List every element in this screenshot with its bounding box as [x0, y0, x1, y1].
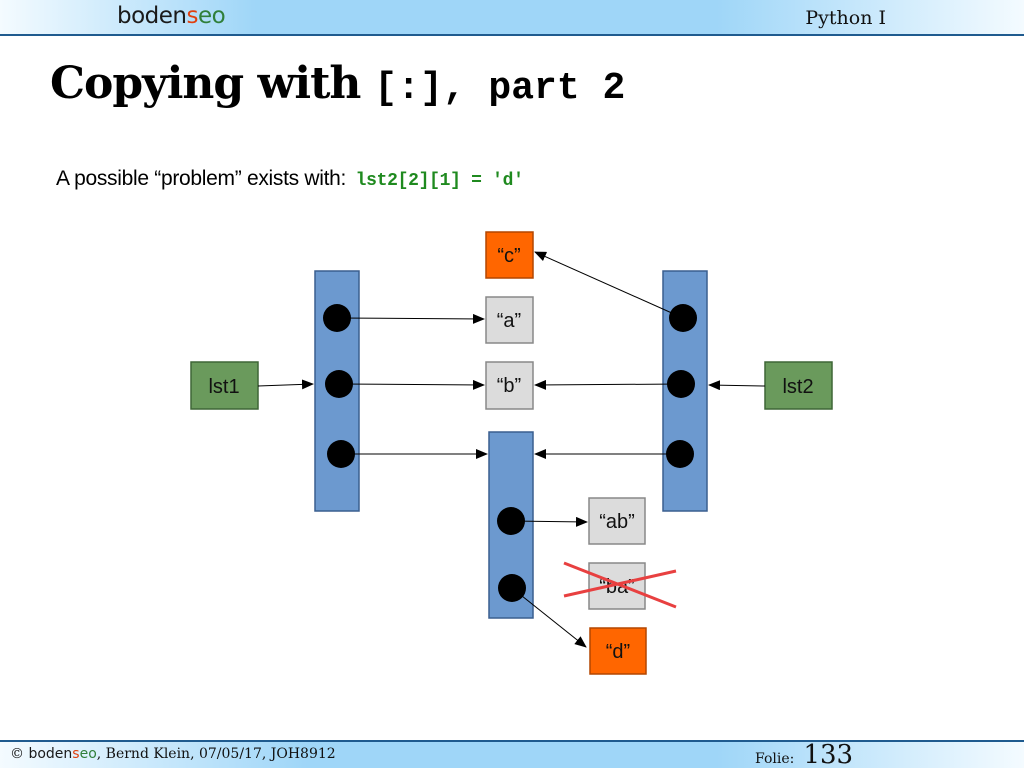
logo-part-3: eo: [197, 3, 226, 29]
logo-part-1: boden: [117, 3, 187, 29]
slide-title: Copying with [:], part 2: [50, 58, 625, 110]
lst2-element-0-dot: [669, 304, 697, 332]
copyright-symbol: ©: [10, 746, 24, 762]
lst1-name-box: lst1: [190, 361, 259, 410]
arrow-lst2-0-to-c: [534, 251, 684, 319]
string-ab-box: “ab”: [588, 497, 646, 545]
lst1-label: lst1: [208, 376, 239, 398]
string-b-label: “b”: [497, 375, 521, 397]
footer-logo: bodenseo: [28, 746, 96, 762]
arrow-lst1-to-list: [257, 379, 314, 390]
lst2-element-2-dot: [666, 440, 694, 468]
lst1-element-1-dot: [325, 370, 353, 398]
slide-subtitle: A possible “problem” exists with: lst2[2…: [56, 167, 524, 191]
lst2-label: lst2: [782, 376, 813, 398]
arrow-sublist-1-to-d: [511, 587, 587, 648]
cross-out-mark: [563, 561, 677, 609]
header-bar: bodenseo Python I: [0, 0, 1024, 36]
string-c-box: “c”: [485, 231, 534, 279]
footer-logo-part-2: s: [72, 746, 80, 762]
bodenseo-logo: bodenseo: [117, 3, 226, 29]
slide-number: Folie: 133: [755, 740, 853, 770]
string-c-label: “c”: [497, 245, 520, 267]
logo-part-2: s: [186, 3, 199, 29]
arrow-lst1-0-to-a: [336, 313, 485, 324]
footer-credit: © bodenseo, Bernd Klein, 07/05/17, JOH89…: [10, 746, 336, 762]
string-d-box: “d”: [589, 627, 647, 675]
page-number: 133: [803, 740, 854, 770]
footer-bar: © bodenseo, Bernd Klein, 07/05/17, JOH89…: [0, 740, 1024, 770]
arrow-lst1-1-to-b: [338, 379, 485, 390]
footer-logo-part-1: boden: [28, 746, 73, 762]
string-ba-box: “ba”: [588, 562, 646, 610]
subtitle-text: A possible “problem” exists with:: [56, 167, 347, 190]
folie-label: Folie:: [755, 751, 795, 767]
lst2-name-box: lst2: [764, 361, 833, 410]
slide-title-code: [:], part 2: [374, 67, 626, 110]
arrow-lst2-1-to-b: [534, 379, 682, 390]
string-ab-label: “ab”: [599, 511, 635, 533]
subtitle-code: lst2[2][1] = 'd': [355, 171, 524, 191]
string-b-box: “b”: [485, 361, 534, 410]
lst2-element-1-dot: [667, 370, 695, 398]
footer-logo-part-3: eo: [79, 746, 97, 762]
course-title: Python I: [805, 7, 886, 29]
footer-author: , Bernd Klein, 07/05/17, JOH8912: [96, 746, 336, 762]
string-a-label: “a”: [497, 310, 521, 332]
string-a-box: “a”: [485, 296, 534, 344]
string-d-label: “d”: [606, 641, 630, 663]
lst1-element-2-dot: [327, 440, 355, 468]
sublist-element-1-dot: [498, 574, 526, 602]
arrow-lst2-to-list: [708, 380, 766, 391]
lst1-element-0-dot: [323, 304, 351, 332]
slide-title-text: Copying with: [50, 58, 361, 109]
sublist-element-0-dot: [497, 507, 525, 535]
